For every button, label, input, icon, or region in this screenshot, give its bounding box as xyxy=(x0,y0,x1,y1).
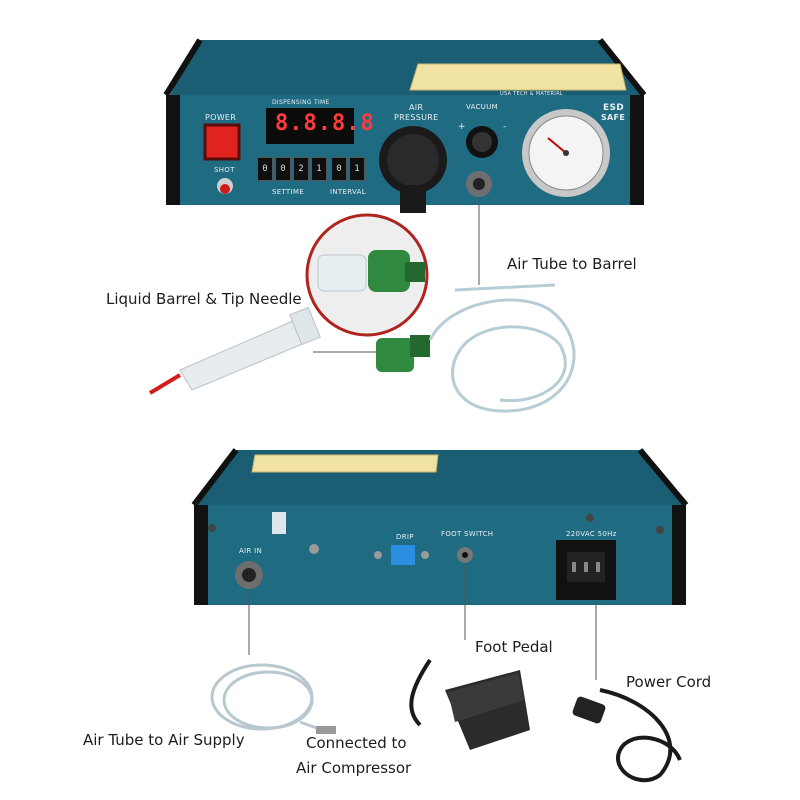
vacuum-label: VACUUM xyxy=(466,103,498,111)
drip-label: DRIP xyxy=(396,533,414,541)
power-button[interactable] xyxy=(203,123,241,161)
shot-label: SHOT xyxy=(214,166,235,174)
air-supply-tube-coil xyxy=(210,663,323,732)
power-cord xyxy=(572,688,682,783)
serial-sticker xyxy=(272,512,286,534)
settime-digit[interactable]: 1 xyxy=(311,157,327,181)
vacuum-plus: + xyxy=(458,122,466,132)
callout-foot-pedal: Foot Pedal xyxy=(475,638,553,656)
led-display xyxy=(266,108,354,144)
vacuum-minus: - xyxy=(503,122,507,132)
settime-digit[interactable]: 0 xyxy=(275,157,291,181)
power-label: POWER xyxy=(205,113,237,122)
front-left-frame xyxy=(166,95,180,205)
callout-connected-to-line2: Air Compressor xyxy=(296,759,412,777)
callout-air-tube-to-air-supply: Air Tube to Air Supply xyxy=(83,731,245,749)
green-barrel-adapter xyxy=(376,335,430,372)
esd-label-1: ESD xyxy=(603,103,625,113)
callout-air-tube-to-barrel: Air Tube to Barrel xyxy=(507,255,637,273)
air-in-label: AIR IN xyxy=(239,547,263,555)
front-right-frame xyxy=(630,95,644,205)
power-spec-label: 220VAC 50Hz xyxy=(566,530,617,538)
interval-label: INTERVAL xyxy=(330,188,366,196)
esd-label-2: SAFE xyxy=(601,113,626,122)
callout-power-cord: Power Cord xyxy=(626,673,712,691)
interval-digit[interactable]: 1 xyxy=(349,157,365,181)
liquid-barrel-syringe xyxy=(148,306,321,395)
back-sticker xyxy=(251,454,439,473)
settime-label: SETTIME xyxy=(272,188,304,196)
dispensing-time-label: DISPENSING TIME xyxy=(272,99,330,106)
callout-connected-to-line1: Connected to xyxy=(306,734,407,752)
air-pressure-label-2: PRESSURE xyxy=(394,113,439,122)
display-value: 8.8.8.8 xyxy=(275,111,375,136)
callout-liquid-barrel: Liquid Barrel & Tip Needle xyxy=(106,290,302,308)
settime-digit[interactable]: 0 xyxy=(257,157,273,181)
warning-sticker xyxy=(409,63,627,91)
interval-digit[interactable]: 0 xyxy=(331,157,347,181)
air-tube-coil xyxy=(428,283,576,413)
brand-text: USA TECH & MATERIAL xyxy=(500,91,563,97)
drip-switch[interactable] xyxy=(391,545,415,565)
interval-switches[interactable]: 0 1 xyxy=(331,157,365,181)
settime-switches[interactable]: 0 0 2 1 xyxy=(257,157,327,181)
zoom-inset-circle xyxy=(305,213,429,337)
settime-digit[interactable]: 2 xyxy=(293,157,309,181)
foot-pedal xyxy=(409,658,530,750)
foot-switch-label: FOOT SWITCH xyxy=(441,530,494,538)
air-pressure-label-1: AIR xyxy=(409,103,424,112)
